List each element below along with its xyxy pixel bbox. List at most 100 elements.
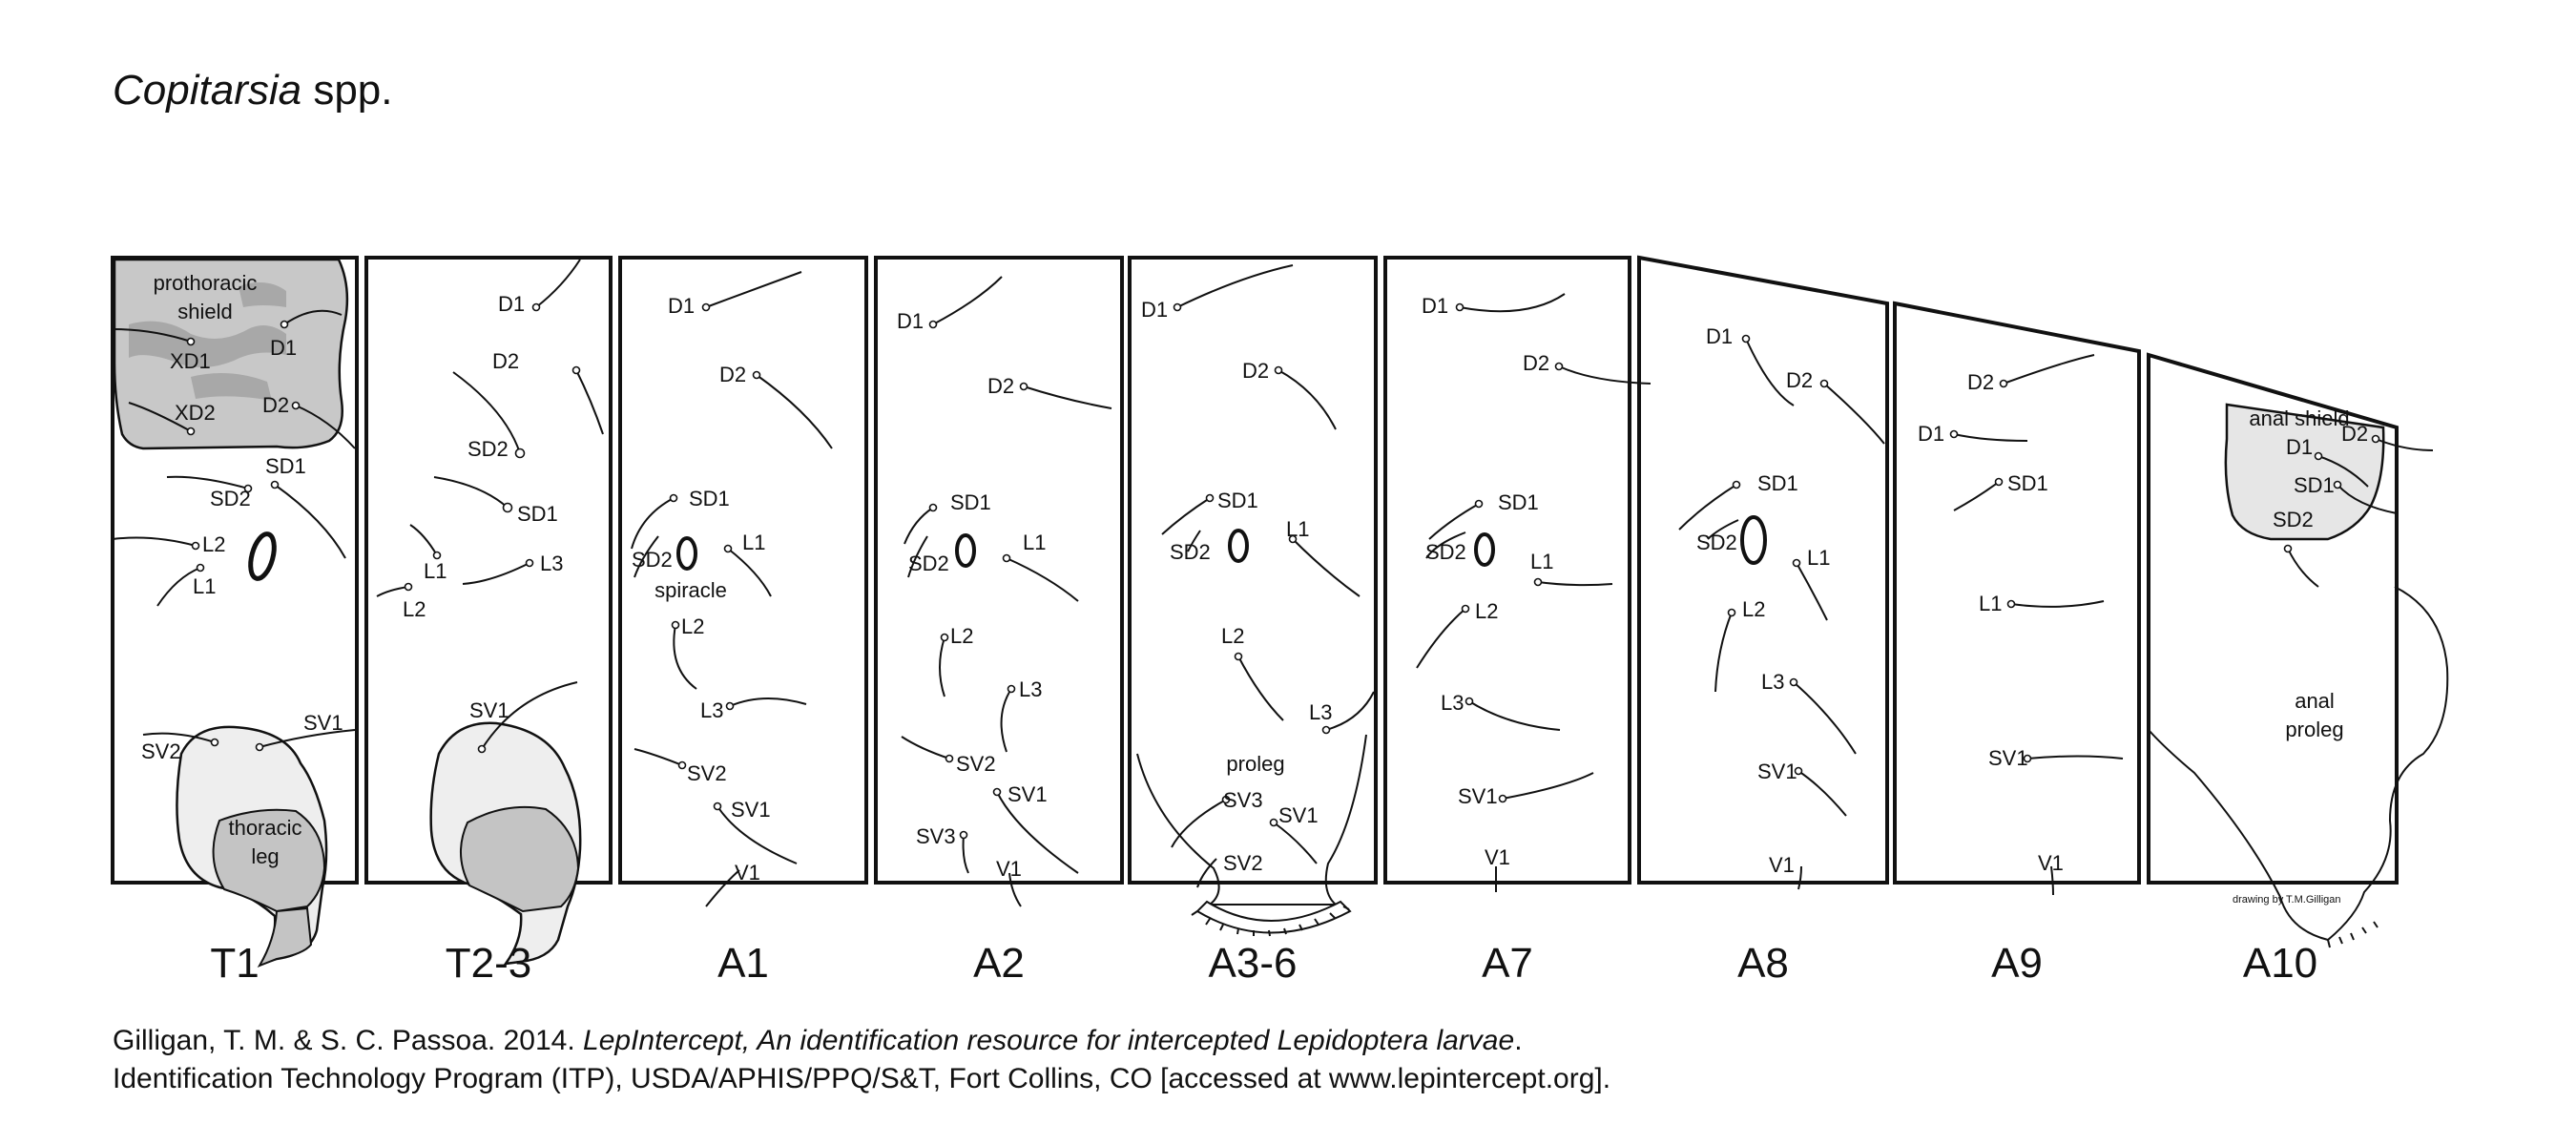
seta-label: SV2	[1223, 851, 1263, 875]
seta-label: D1	[1422, 294, 1448, 318]
seta-label: SD2	[1170, 540, 1211, 564]
seta-label: V1	[1769, 853, 1795, 877]
seta-label: D2	[1242, 359, 1269, 383]
seta-label: SD1	[689, 487, 730, 510]
setae-strokes	[112, 259, 2434, 907]
seta-label: L1	[742, 531, 765, 554]
segment-label-a1: A1	[717, 940, 769, 987]
seta-label: SD2	[1696, 531, 1737, 554]
panel-a2	[874, 256, 1124, 885]
seta-label: SV1	[731, 798, 771, 822]
citation-title: LepIntercept, An identification resource…	[583, 1025, 1515, 1056]
label-spiracle: spiracle	[654, 578, 727, 602]
citation-authors: Gilligan, T. M. & S. C. Passoa. 2014.	[113, 1025, 584, 1056]
seta-label: SV1	[1008, 782, 1048, 806]
seta-label: SD2	[908, 552, 949, 575]
label-prothoracic-shield-2: shield	[177, 300, 232, 323]
seta-label: SD2	[632, 548, 673, 572]
seta-label: SD2	[1425, 540, 1466, 564]
segment-label-a7: A7	[1482, 940, 1533, 987]
panel-a10	[2147, 352, 2399, 885]
seta-label: L2	[202, 532, 225, 556]
setal-pins	[186, 302, 2380, 840]
seta-label: SD2	[210, 487, 251, 510]
seta-label: L3	[1761, 670, 1784, 694]
segment-label-t1: T1	[210, 940, 259, 987]
drawing-credit: drawing by T.M.Gilligan	[2233, 894, 2341, 906]
spiracle-t1	[248, 531, 277, 581]
seta-label: D1	[498, 292, 525, 316]
label-prothoracic-shield-1: prothoracic	[154, 271, 258, 295]
seta-label: XD2	[175, 401, 216, 425]
seta-label: D2	[1523, 351, 1549, 375]
seta-label: D1	[668, 294, 695, 318]
seta-label: V1	[996, 857, 1022, 881]
seta-label: L2	[950, 624, 973, 648]
seta-label: SD1	[517, 502, 558, 526]
segment-label-a10: A10	[2243, 940, 2317, 987]
seta-label: L1	[1286, 517, 1309, 541]
segment-panels	[111, 255, 2399, 885]
seta-label: SD1	[1217, 489, 1258, 512]
figure-title: Copitarsia spp.	[113, 67, 392, 114]
spiracle-a2	[955, 533, 976, 568]
seta-label: D2	[987, 374, 1014, 398]
segment-label-a8: A8	[1737, 940, 1789, 987]
seta-label: SD1	[1757, 471, 1798, 495]
seta-label: L3	[1019, 677, 1042, 701]
seta-label: L1	[1023, 531, 1046, 554]
seta-label: D1	[1141, 298, 1168, 322]
segment-label-a3-6: A3-6	[1209, 940, 1298, 987]
seta-label: SV2	[956, 752, 996, 776]
thoracic-leg-t2-3	[429, 721, 582, 966]
title-genus: Copitarsia	[113, 67, 302, 114]
label-thoracic-leg-2: leg	[251, 844, 279, 868]
seta-label: SV3	[1223, 788, 1263, 812]
segment-label-t2-3: T2-3	[446, 940, 531, 987]
seta-label: D2	[262, 393, 289, 417]
label-anal-proleg-1: anal	[2295, 689, 2335, 713]
proleg-a3-6	[1136, 734, 1367, 937]
seta-label: D2	[1786, 368, 1813, 392]
seta-label: V1	[735, 861, 760, 885]
seta-label: D1	[1706, 324, 1733, 348]
segment-labels: T1 T2-3 A1 A2 A3-6 A7 A8 A9 A10	[210, 940, 2317, 987]
panel-a8	[1637, 255, 1889, 885]
seta-label: SD1	[2294, 473, 2335, 497]
seta-label: L1	[1807, 546, 1830, 570]
citation-line-2: Identification Technology Program (ITP),…	[113, 1063, 1611, 1094]
seta-label: L3	[1309, 700, 1332, 724]
seta-label: SV1	[1458, 784, 1498, 808]
seta-label: XD1	[170, 349, 211, 373]
panel-a3-6	[1128, 256, 1378, 885]
spiracle-a3-6	[1228, 529, 1249, 563]
seta-label: L1	[193, 574, 216, 598]
seta-label: L1	[1530, 550, 1553, 573]
seta-label: D2	[1967, 370, 1994, 394]
prothoracic-shield	[113, 258, 349, 450]
label-anal-proleg-2: proleg	[2285, 718, 2343, 741]
seta-label: L1	[424, 559, 447, 583]
seta-label: L2	[681, 614, 704, 638]
seta-label: SD2	[2273, 508, 2314, 531]
seta-label: V1	[1485, 845, 1510, 869]
seta-label: SD1	[265, 454, 306, 478]
seta-label: L1	[1979, 592, 2002, 615]
title-rest: spp.	[301, 67, 393, 114]
segment-label-a2: A2	[973, 940, 1025, 987]
label-proleg: proleg	[1226, 752, 1284, 776]
panel-a9	[1893, 301, 2141, 885]
seta-label: SV1	[469, 698, 509, 722]
seta-label: L2	[1742, 597, 1765, 621]
seta-label: L2	[403, 597, 426, 621]
label-thoracic-leg-1: thoracic	[228, 816, 301, 840]
seta-label: D1	[1918, 422, 1944, 446]
seta-label: L3	[1441, 691, 1464, 715]
citation-period: .	[1514, 1025, 1523, 1056]
seta-label: SV2	[687, 761, 727, 785]
seta-label: D2	[719, 363, 746, 386]
seta-label: D2	[2341, 422, 2368, 446]
structure-labels: prothoracic shield thoracic leg spiracle…	[154, 271, 2350, 906]
